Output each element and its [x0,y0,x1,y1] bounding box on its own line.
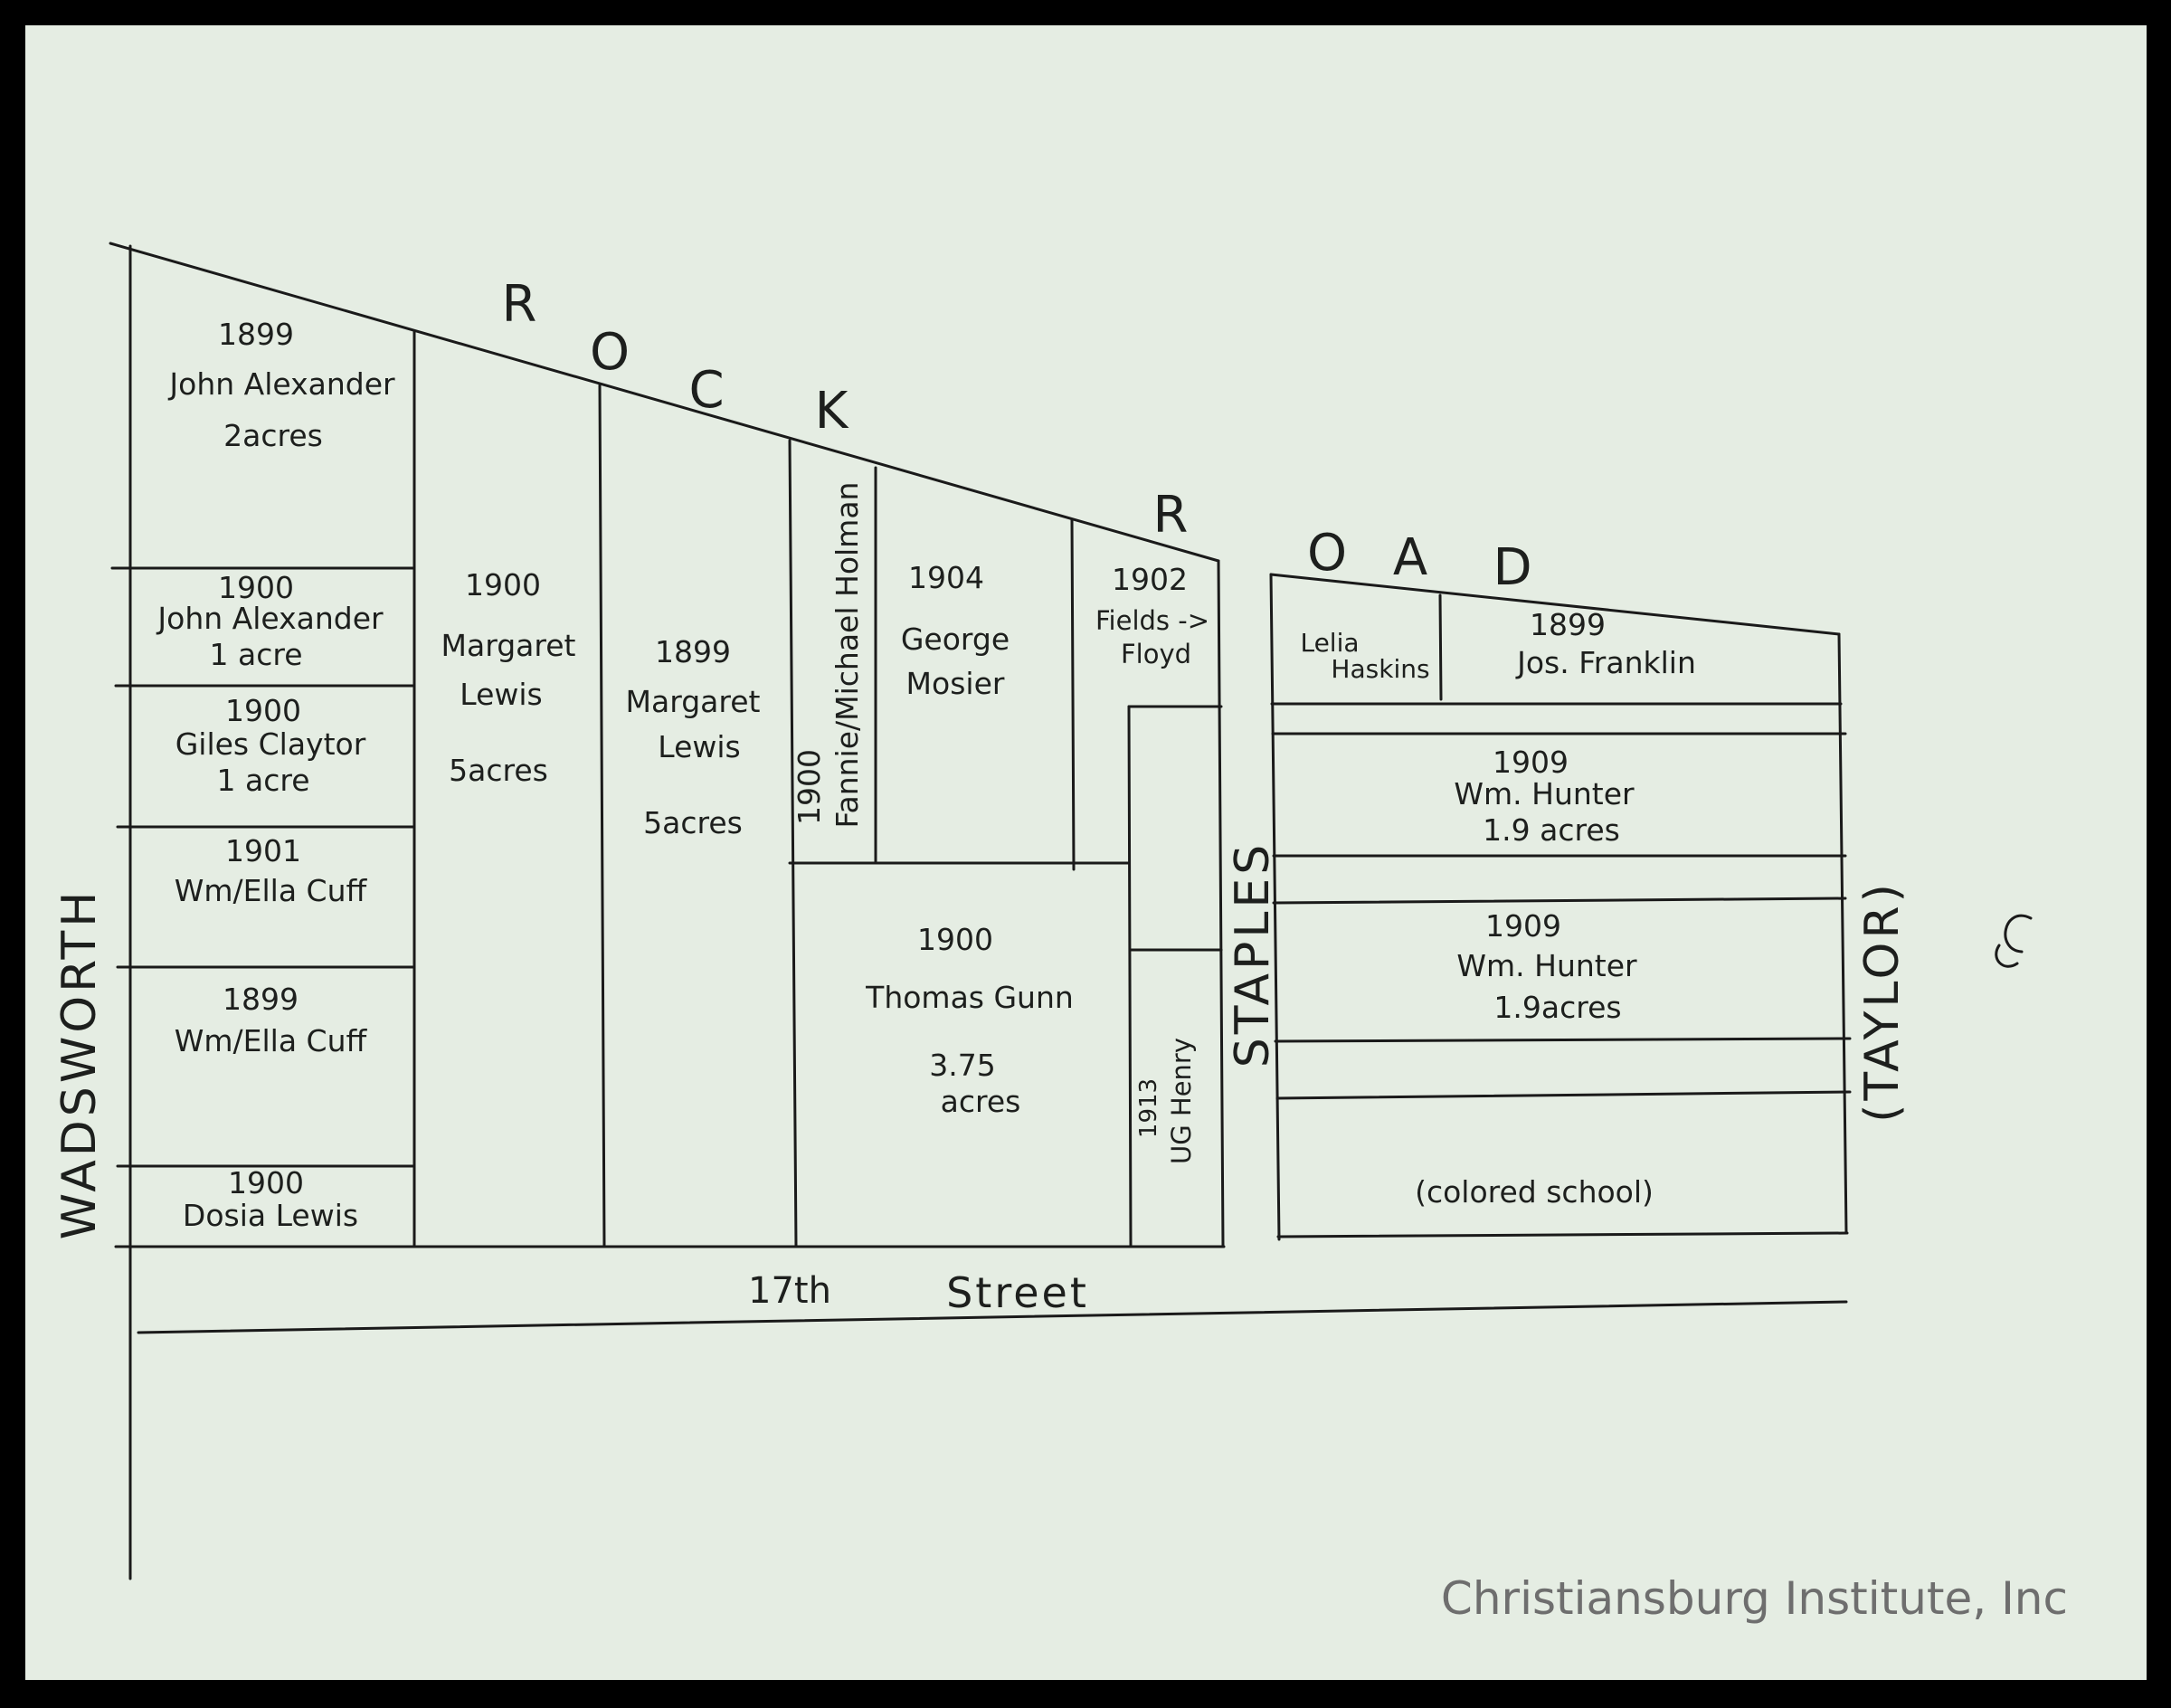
parcel-owner: Mosier [906,666,1005,701]
parcel-owner: John Alexander [167,366,395,402]
parcel-year: 1901 [225,833,301,868]
parcel-owner: Fannie/Michael Holman [830,482,865,829]
parcel-size: 1 acre [210,637,303,672]
lot-line [1275,1090,1852,1100]
road-letter: A [1393,528,1427,587]
parcel-owner: UG Henry [1166,1038,1197,1164]
parcel-owner: Lelia [1300,628,1359,658]
lot-line [1276,1231,1849,1238]
parcel-year: 1900 [792,749,827,825]
parcel-year: 1900 [917,922,993,957]
parcel-owner: Margaret [441,628,576,663]
parcel-year: 1913 [1135,1078,1162,1138]
parcel-year: 1904 [908,560,984,595]
rock-road-line-west [109,242,1220,563]
parcel-owner: Lewis [658,729,740,764]
parcel-owner: John Alexander [156,601,384,636]
parcel-year: 1909 [1485,908,1561,944]
margin-mark [1995,914,2033,968]
staples-label: STAPLES [1226,841,1280,1068]
parcel-owner: Wm/Ella Cuff [175,1023,368,1058]
parcel-owner: Dosia Lewis [183,1198,358,1233]
17th-street-line [137,1300,1848,1334]
road-letter: O [1307,524,1347,583]
road-letter: O [590,323,630,382]
parcel-owner: Jos. Franklin [1515,645,1696,680]
road-letter: D [1493,538,1531,597]
parcel-owner: Haskins [1331,654,1429,684]
watermark: Christiansburg Institute, Inc [1441,1572,2068,1625]
parcel-owner: Margaret [626,684,761,719]
parcel-year: 1902 [1112,562,1188,597]
parcel-owner: Wm/Ella Cuff [175,873,368,908]
parcel-owner: Wm. Hunter [1454,776,1635,811]
lot-line [1438,593,1443,701]
parcel-size: acres [941,1084,1021,1119]
parcel-owner: Floyd [1121,639,1191,669]
lot-lines [109,242,1852,1580]
parcel-labels: 1899 John Alexander 2acres 1900 John Ale… [156,317,1695,1233]
parcel-year: 1900 [218,570,294,605]
parcel-owner: Lewis [460,677,542,712]
street-17-word: Street [946,1268,1089,1317]
parcel-year: 1909 [1493,745,1569,780]
colored-school-label: (colored school) [1415,1174,1654,1210]
parcel-owner: Thomas Gunn [865,980,1074,1015]
taylor-label: (TAYLOR) [1855,880,1910,1123]
parcel-size: 1 acre [217,763,310,798]
street-17-number: 17th [748,1270,831,1312]
road-letter: K [815,382,849,441]
parcel-owner: Wm. Hunter [1456,948,1637,983]
parcel-year: 1899 [223,982,299,1017]
staples-line [1269,573,1281,1241]
lot-line [1272,897,1847,905]
road-letter: R [502,275,537,334]
parcel-size: 5acres [643,805,743,840]
parcel-year: 1899 [1530,607,1606,642]
parcel-size: 5acres [449,753,548,788]
lot-line [1127,705,1133,1248]
parcel-year: 1900 [225,693,301,728]
parcel-year: 1900 [465,567,541,603]
parcel-size: 1.9acres [1493,990,1621,1025]
parcel-year: 1899 [655,634,731,669]
parcel-year: 1900 [228,1165,304,1200]
paper [25,25,2147,1680]
lot-line [598,384,606,1248]
parcel-size: 1.9 acres [1483,812,1620,848]
lot-line [788,439,798,1248]
rock-road-label: R O C K R O A D [502,275,1532,597]
lot-line [1070,517,1076,871]
parcel-year: 1899 [218,317,294,352]
parcel-owner: Fields -> [1095,605,1209,636]
parcel-owner: Giles Claytor [175,726,366,762]
parcel-size: 2acres [223,418,323,453]
parcel-size: 3.75 [929,1048,995,1083]
road-letter: R [1153,486,1189,545]
parcel-owner: George [901,622,1010,657]
rock-road-line-east [1269,573,1841,636]
lot-line [1217,559,1225,1248]
road-letter: C [688,361,724,420]
wadsworth-label: WADSWORTH [52,888,107,1240]
lot-line [1274,1037,1852,1043]
